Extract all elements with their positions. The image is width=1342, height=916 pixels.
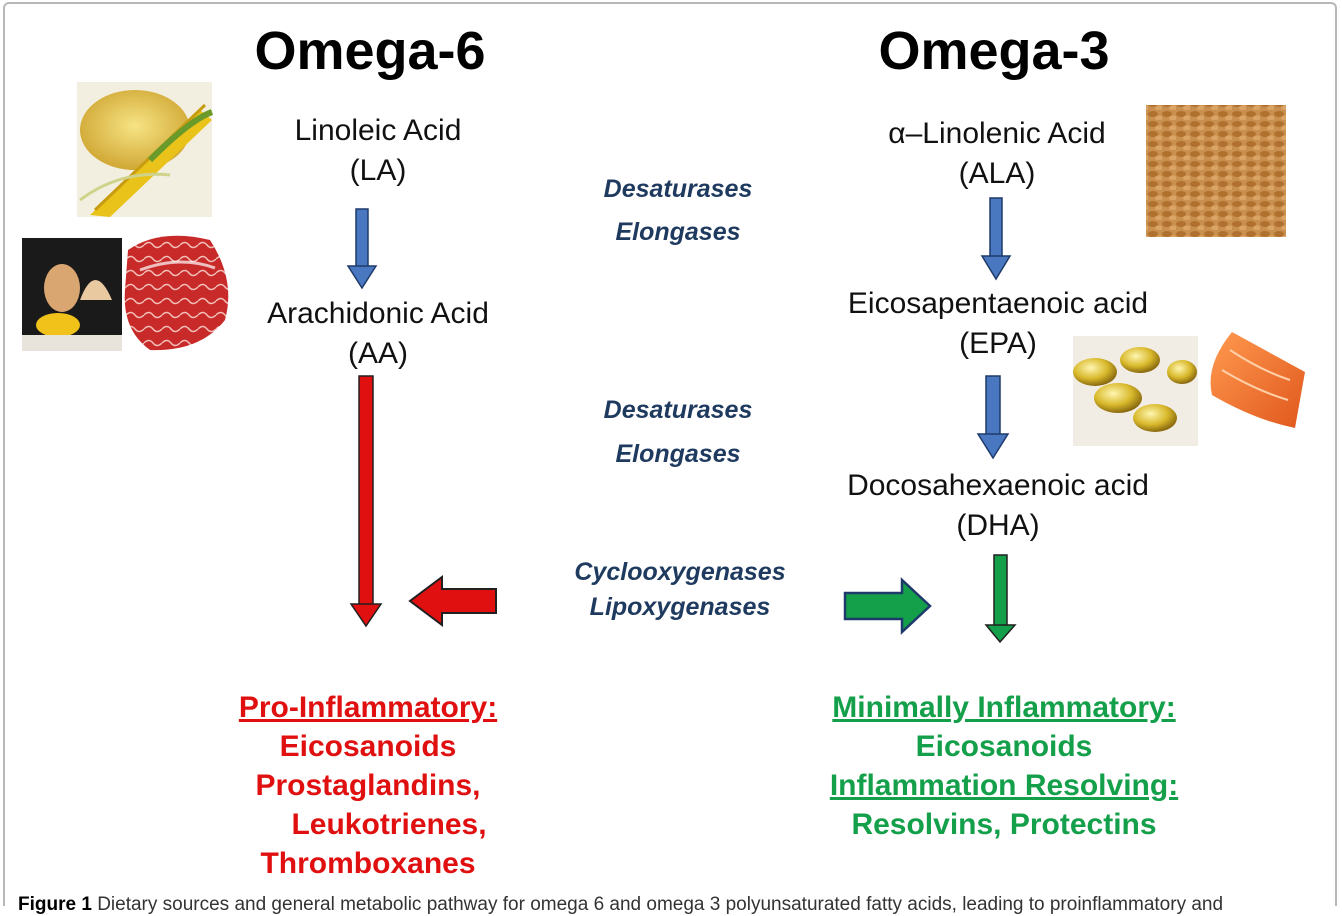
arrow-ala-to-epa (980, 197, 1012, 281)
dha-block: Docosahexaenoic acid (DHA) (808, 466, 1188, 546)
aa-abbr: (AA) (348, 337, 408, 370)
la-name: Linoleic Acid (294, 114, 462, 147)
omega3-outcome: Minimally Inflammatory: Eicosanoids Infl… (784, 688, 1224, 844)
arrow-dha-to-minimal-inflammatory (984, 554, 1017, 644)
epa-block: Eicosapentaenoic acid (EPA) (808, 284, 1188, 364)
fish-oil-capsules-photo (1073, 336, 1198, 446)
epa-name: Eicosapentaenoic acid (847, 287, 1149, 320)
enzyme-cyclooxygenases: Cyclooxygenases (574, 558, 786, 586)
outcome-line-eicosanoids: Eicosanoids (279, 730, 457, 763)
omega3-title: Omega-3 (878, 21, 1110, 81)
outcome-line-prostaglandins: Prostaglandins, (255, 769, 481, 802)
enzyme-lipoxygenases: Lipoxygenases (589, 593, 771, 621)
omega6-title: Omega-6 (254, 21, 486, 81)
flaxseed-photo (1146, 105, 1286, 237)
red-meat-photo (124, 235, 229, 351)
enzyme-step1-desaturases: Desaturases (603, 175, 753, 203)
aa-name: Arachidonic Acid (267, 297, 489, 330)
pro-inflammatory-heading: Pro-Inflammatory: (238, 691, 498, 724)
minimally-inflammatory-heading: Minimally Inflammatory: (832, 691, 1176, 724)
ala-name: α–Linolenic Acid (888, 117, 1106, 150)
enzyme-step2-desaturases: Desaturases (603, 396, 753, 424)
la-abbr: (LA) (349, 154, 407, 187)
arrow-aa-to-proinflammatory (349, 375, 383, 628)
enzyme-step1-elongases: Elongases (615, 218, 741, 246)
arrow-enzymes-to-omega6 (408, 575, 497, 627)
epa-abbr: (EPA) (959, 327, 1037, 360)
figure-frame (3, 2, 1337, 906)
omega3-outcome-eicosanoids: Eicosanoids (915, 730, 1093, 763)
salmon-photo (1210, 332, 1305, 428)
figure-caption: Figure 1 Dietary sources and general met… (18, 894, 1223, 916)
caption-label: Figure 1 (18, 894, 92, 915)
eggs-photo (22, 238, 122, 351)
inflammation-resolving-heading: Inflammation Resolving: (829, 769, 1179, 802)
caption-text: Dietary sources and general metabolic pa… (97, 894, 1224, 915)
corn-oil-photo (77, 82, 214, 217)
dha-name: Docosahexaenoic acid (847, 469, 1149, 502)
omega6-outcome: Pro-Inflammatory: Eicosanoids Prostaglan… (178, 688, 558, 883)
omega3-outcome-resolvins: Resolvins, Protectins (851, 808, 1157, 841)
arrow-epa-to-dha (976, 375, 1010, 460)
enzyme-step2-elongases: Elongases (615, 440, 741, 468)
ala-block: α–Linolenic Acid (ALA) (822, 114, 1172, 194)
outcome-line-leukotrienes: Leukotrienes, (291, 808, 487, 841)
la-block: Linoleic Acid (LA) (228, 111, 528, 191)
aa-block: Arachidonic Acid (AA) (228, 294, 528, 374)
dha-abbr: (DHA) (956, 509, 1040, 542)
arrow-la-to-aa (346, 208, 378, 290)
arrow-enzymes-to-omega3 (843, 577, 932, 635)
outcome-line-thromboxanes: Thromboxanes (260, 847, 476, 880)
ala-abbr: (ALA) (958, 157, 1036, 190)
